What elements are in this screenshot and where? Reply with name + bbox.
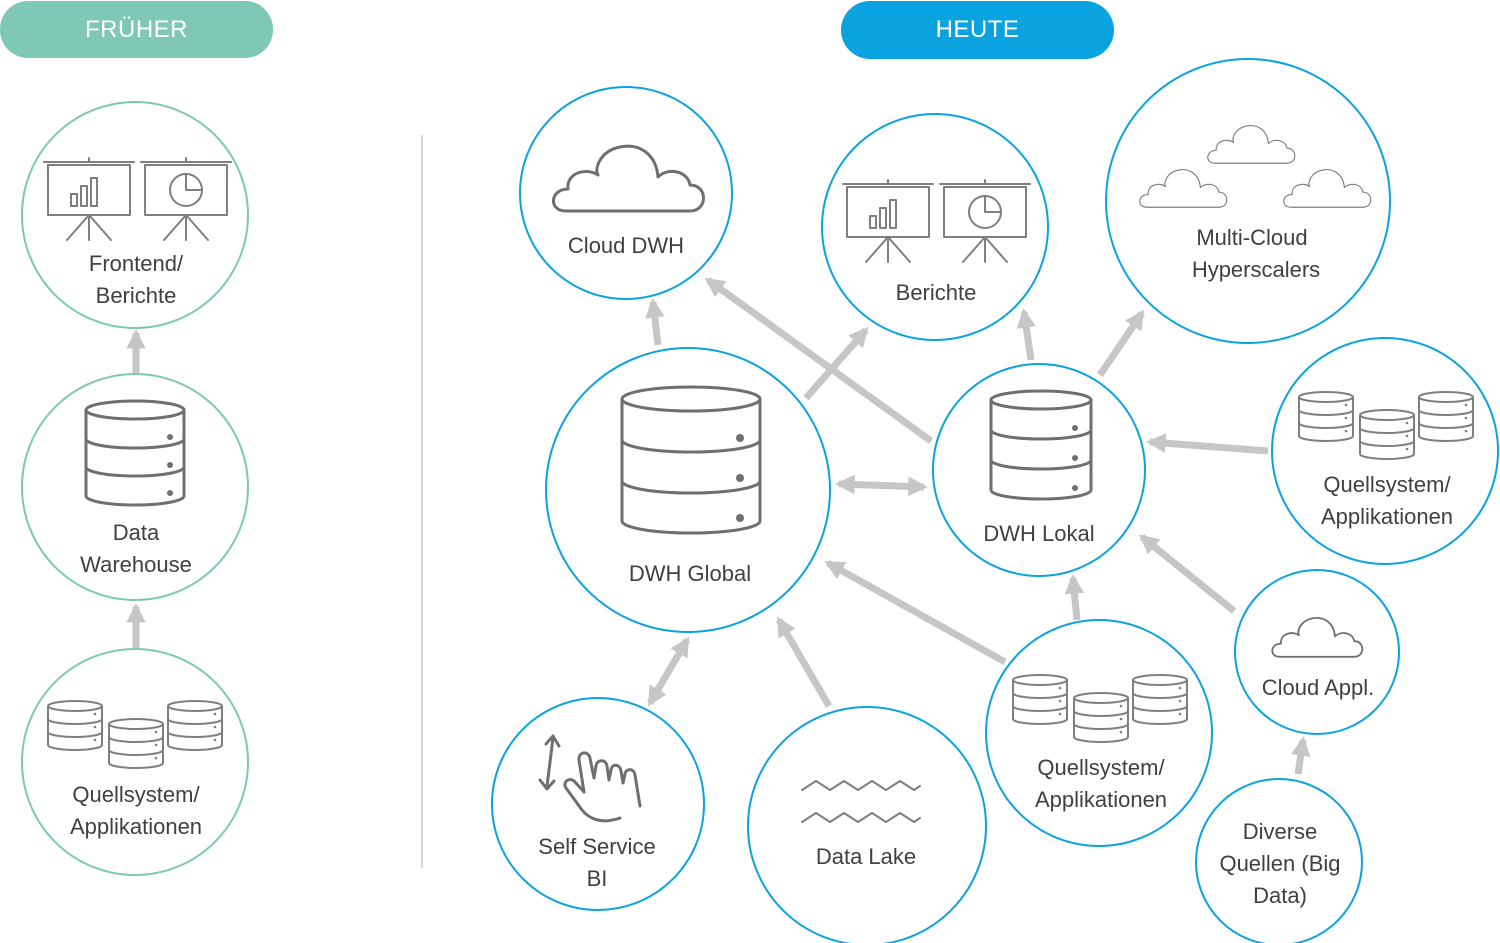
node-cloud-dwh: Cloud DWH	[519, 86, 733, 300]
heute-header: HEUTE	[841, 1, 1114, 59]
database-icon	[989, 389, 1093, 501]
arrow-self-service-global-bidirectional	[646, 636, 691, 707]
arrow-global-lokal-bidirectional	[835, 474, 928, 497]
database-icon	[620, 385, 762, 535]
node-label: BI	[587, 866, 608, 891]
node-label: DWH Global	[629, 561, 751, 586]
database-icon	[84, 399, 186, 507]
node-past-dwh: Data Warehouse	[21, 373, 249, 601]
node-label: DWH Lokal	[983, 521, 1094, 546]
arrow-sources-right-to-lokal	[1146, 433, 1269, 455]
node-label: Berichte	[96, 283, 177, 308]
node-label: Self Service	[538, 834, 655, 859]
node-sources-right: Quellsystem/ Applikationen	[1271, 337, 1499, 565]
node-dwh-lokal: DWH Lokal	[932, 363, 1146, 577]
node-label: Warehouse	[80, 552, 192, 577]
node-self-service: Self Service BI	[491, 697, 705, 911]
node-reports: Berichte	[821, 113, 1049, 341]
node-label: Data	[113, 520, 160, 545]
node-data-lake: Data Lake	[747, 706, 987, 943]
arrow-diverse-to-cloud-appl	[1291, 736, 1311, 775]
node-dwh-global: DWH Global	[545, 347, 831, 633]
node-label: Berichte	[896, 280, 977, 305]
arrow-data-lake-to-global	[775, 616, 833, 708]
arrow-global-to-cloud-dwh	[645, 298, 665, 346]
node-label: Multi-Cloud	[1196, 225, 1307, 250]
node-label: Applikationen	[70, 814, 202, 839]
node-label: Frontend/	[89, 251, 184, 276]
waves-icon	[801, 780, 921, 823]
node-sources-mid: Quellsystem/ Applikationen	[985, 619, 1213, 847]
node-label: Data)	[1253, 883, 1307, 908]
node-label: Applikationen	[1321, 504, 1453, 529]
frueher-header: FRÜHER	[0, 1, 273, 58]
node-past-frontend: Frontend/ Berichte	[21, 101, 249, 329]
node-label: Cloud Appl.	[1262, 675, 1375, 700]
arrow-lokal-to-reports	[1016, 308, 1036, 361]
node-label: Applikationen	[1035, 787, 1167, 812]
node-label: Quellsystem/	[72, 782, 200, 807]
arrow-lokal-to-cloud-dwh	[704, 277, 934, 444]
node-cloud-appl: Cloud Appl.	[1234, 569, 1400, 735]
touch-gesture-icon	[538, 734, 642, 823]
node-diverse: Diverse Quellen (Big Data)	[1195, 778, 1363, 943]
arrow-global-to-reports	[803, 327, 869, 401]
node-label: Cloud DWH	[568, 233, 684, 258]
arrow-lokal-to-multicloud	[1097, 309, 1145, 377]
arrow-cloud-appl-to-lokal	[1138, 534, 1237, 614]
arrow-sources-mid-to-global	[824, 559, 1007, 666]
node-label: Data Lake	[816, 844, 916, 869]
node-multicloud: Multi-Cloud Hyperscalers	[1105, 58, 1391, 344]
node-label: Quellsystem/	[1323, 472, 1451, 497]
arrow-sources-mid-to-lokal	[1064, 574, 1085, 621]
node-label: Quellen (Big	[1219, 851, 1340, 876]
node-label: Diverse	[1243, 819, 1318, 844]
node-past-sources: Quellsystem/ Applikationen	[21, 648, 249, 876]
node-label: Hyperscalers	[1192, 257, 1320, 282]
node-label: Quellsystem/	[1037, 755, 1165, 780]
